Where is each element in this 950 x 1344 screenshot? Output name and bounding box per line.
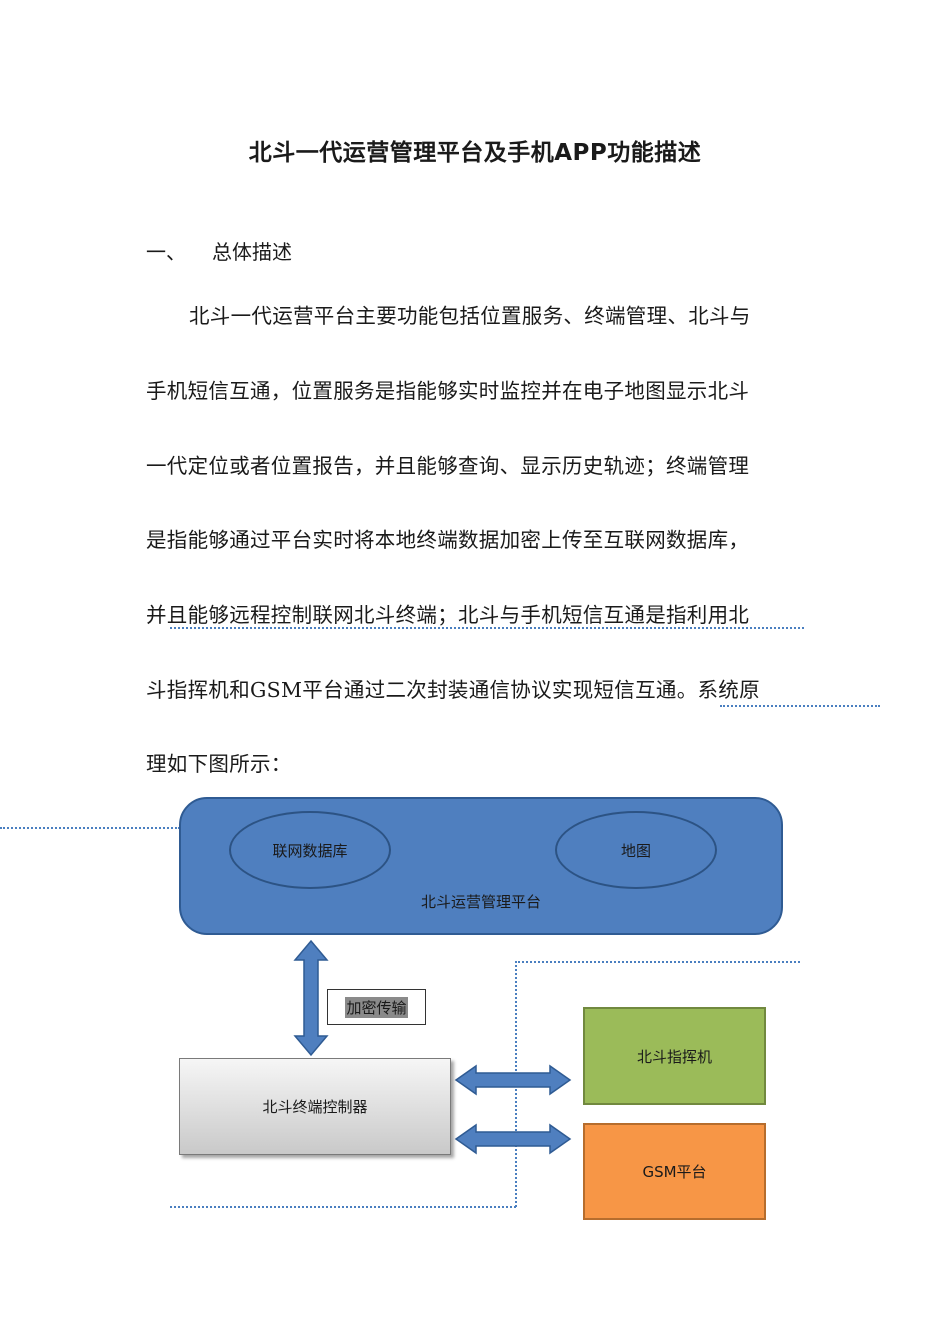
paragraph-line-1: 北斗一代运营平台主要功能包括位置服务、终端管理、北斗与 <box>189 304 751 328</box>
database-label: 联网数据库 <box>272 841 348 860</box>
encryption-label-box: 加密传输 <box>327 989 426 1025</box>
platform-block: 联网数据库 地图 北斗运营管理平台 <box>179 797 783 935</box>
section-heading: 一、 总体描述 <box>146 236 292 265</box>
commander-node: 北斗指挥机 <box>583 1007 766 1105</box>
paragraph-line-4: 是指能够通过平台实时将本地终端数据加密上传至互联网数据库， <box>146 528 750 552</box>
dotted-guide-right <box>720 705 880 707</box>
database-node: 联网数据库 <box>229 811 391 889</box>
dotted-guide-top <box>515 961 800 963</box>
vertical-double-arrow <box>293 939 329 1057</box>
map-label: 地图 <box>620 841 651 860</box>
encryption-label: 加密传输 <box>345 996 408 1018</box>
section-title: 总体描述 <box>212 240 292 264</box>
commander-label: 北斗指挥机 <box>636 1047 712 1066</box>
map-node: 地图 <box>555 811 717 889</box>
dotted-guide-bottom <box>170 1206 516 1208</box>
paragraph-line-5: 并且能够远程控制联网北斗终端；北斗与手机短信互通是指利用北 <box>146 603 750 627</box>
paragraph-line-7: 理如下图所示： <box>146 752 292 776</box>
dotted-guide-left <box>0 827 180 829</box>
paragraph-line-3: 一代定位或者位置报告，并且能够查询、显示历史轨迹；终端管理 <box>146 454 750 478</box>
dotted-underline <box>170 627 804 629</box>
gsm-label: GSM平台 <box>642 1163 707 1181</box>
paragraph-line-2: 手机短信互通，位置服务是指能够实时监控并在电子地图显示北斗 <box>146 379 750 403</box>
section-number: 一、 <box>146 240 186 264</box>
controller-node: 北斗终端控制器 <box>179 1058 451 1155</box>
gsm-node: GSM平台 <box>583 1123 766 1220</box>
arrow-to-gsm <box>454 1123 572 1155</box>
arrow-to-commander <box>454 1064 572 1096</box>
controller-label: 北斗终端控制器 <box>262 1098 368 1116</box>
document-title: 北斗一代运营管理平台及手机APP功能描述 <box>248 140 702 166</box>
platform-label: 北斗运营管理平台 <box>420 893 541 911</box>
paragraph-line-6: 斗指挥机和GSM平台通过二次封装通信协议实现短信互通。系统原 <box>146 678 760 702</box>
